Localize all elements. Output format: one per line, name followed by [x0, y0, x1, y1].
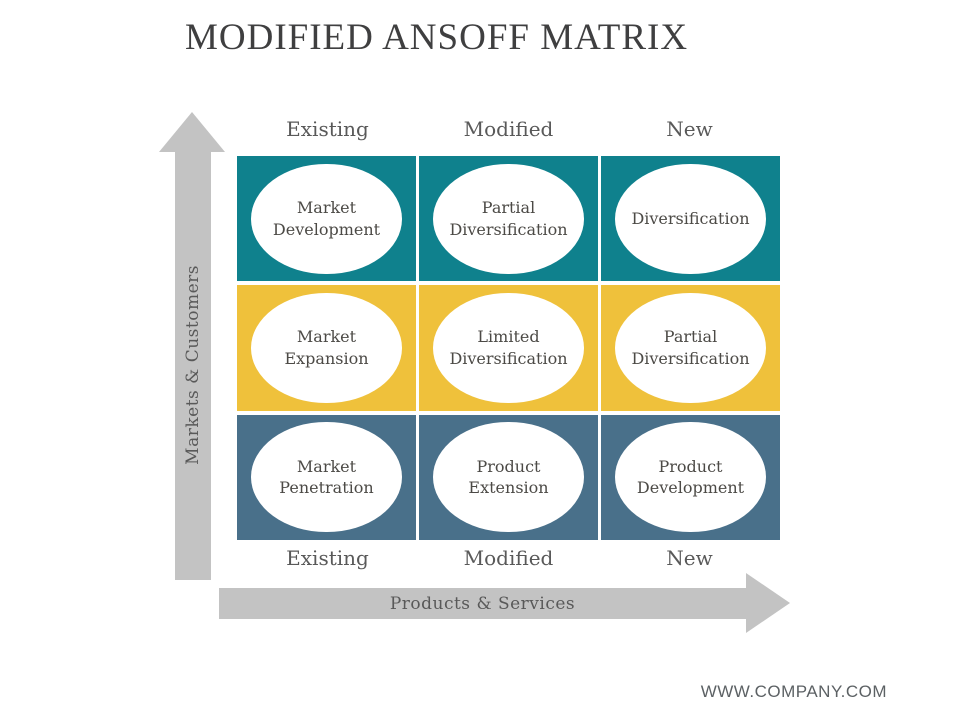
ansoff-matrix-grid: Market Development Partial Diversificati…	[237, 156, 780, 540]
top-column-headers: Existing Modified New	[237, 117, 780, 141]
cell-partial-diversification-mid: Partial Diversification	[601, 285, 780, 411]
cell-label: Product Extension	[433, 422, 584, 533]
top-header-modified: Modified	[463, 117, 554, 141]
vertical-axis-arrow: Markets & Customers	[175, 150, 211, 580]
bottom-column-headers: Existing Modified New	[237, 546, 780, 570]
horizontal-arrow-head-icon	[746, 573, 790, 633]
cell-label: Partial Diversification	[615, 292, 766, 404]
x-axis-label: Products & Services	[389, 593, 576, 614]
cell-label: Product Development	[615, 422, 766, 533]
cell-market-penetration: Market Penetration	[237, 414, 416, 540]
cell-partial-diversification-top: Partial Diversification	[419, 156, 598, 282]
cell-label: Diversification	[615, 163, 766, 274]
bottom-header-existing: Existing	[286, 546, 369, 570]
company-url: WWW.COMPANY.COM	[700, 682, 887, 701]
cell-label: Limited Diversification	[433, 292, 584, 404]
cell-product-extension: Product Extension	[419, 414, 598, 540]
top-header-existing: Existing	[286, 117, 369, 141]
cell-label: Partial Diversification	[433, 163, 584, 274]
cell-limited-diversification: Limited Diversification	[419, 285, 598, 411]
y-axis-label: Markets & Customers	[183, 265, 203, 465]
cell-label: Market Expansion	[251, 292, 402, 404]
cell-diversification: Diversification	[601, 156, 780, 282]
cell-market-expansion: Market Expansion	[237, 285, 416, 411]
cell-product-development: Product Development	[601, 414, 780, 540]
cell-label: Market Development	[251, 163, 402, 274]
top-header-new: New	[666, 117, 713, 141]
page-title: MODIFIED ANSOFF MATRIX	[185, 17, 689, 58]
cell-market-development: Market Development	[237, 156, 416, 282]
vertical-arrow-head-icon	[159, 112, 225, 152]
cell-label: Market Penetration	[251, 422, 402, 533]
bottom-header-new: New	[666, 546, 713, 570]
horizontal-axis-arrow: Products & Services	[219, 588, 746, 619]
bottom-header-modified: Modified	[463, 546, 554, 570]
